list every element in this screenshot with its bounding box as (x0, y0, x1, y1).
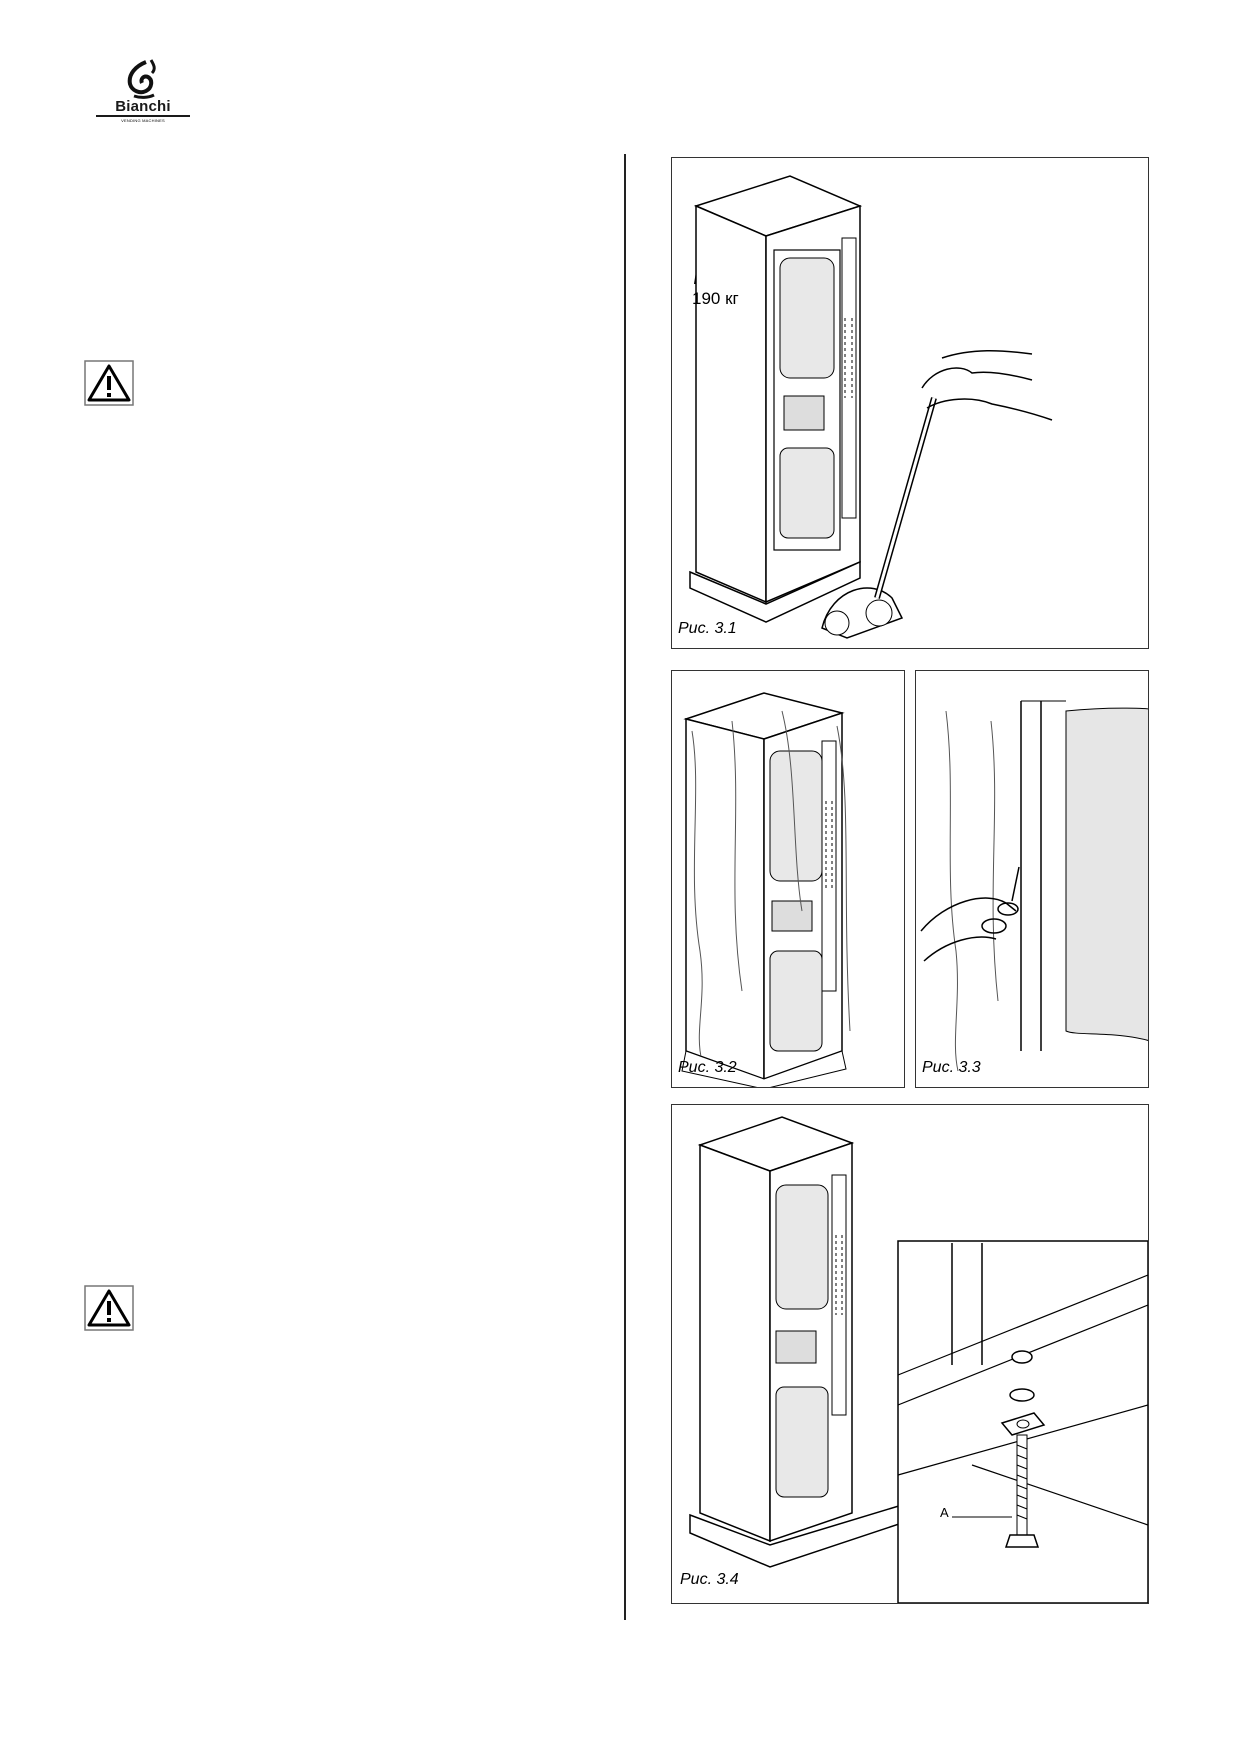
warning-icon (84, 1285, 134, 1331)
brand-name: Bianchi (115, 98, 171, 115)
column-divider (624, 154, 626, 1620)
brand-bar (96, 115, 190, 117)
vending-machine-pallet-truck-illustration (689, 175, 1053, 639)
figure-3-1: 190 кг Рис. 3.1 (671, 157, 1149, 649)
figure-3-3: Рис. 3.3 (915, 670, 1149, 1088)
figure-caption: Рис. 3.1 (678, 620, 737, 637)
figure-3-2: Рис. 3.2 (671, 670, 905, 1088)
brand-sub: VENDING MACHINES (121, 118, 165, 123)
part-label-a: A (940, 1505, 949, 1520)
warning-icon (84, 360, 134, 406)
weight-label: 190 кг (692, 289, 739, 308)
figure-caption: Рис. 3.2 (678, 1059, 737, 1076)
cutting-wrap-illustration (920, 700, 1148, 1072)
pallet-bolt-removal-illustration (689, 1116, 1148, 1603)
brand-logo: Bianchi VENDING MACHINES (96, 58, 190, 128)
bianchi-flame-icon (127, 59, 156, 99)
figure-caption: Рис. 3.3 (922, 1059, 981, 1076)
figure-3-4: A Рис. 3.4 (671, 1104, 1149, 1604)
figure-caption: Рис. 3.4 (680, 1571, 739, 1588)
wrapped-vending-machine-illustration (681, 692, 851, 1087)
